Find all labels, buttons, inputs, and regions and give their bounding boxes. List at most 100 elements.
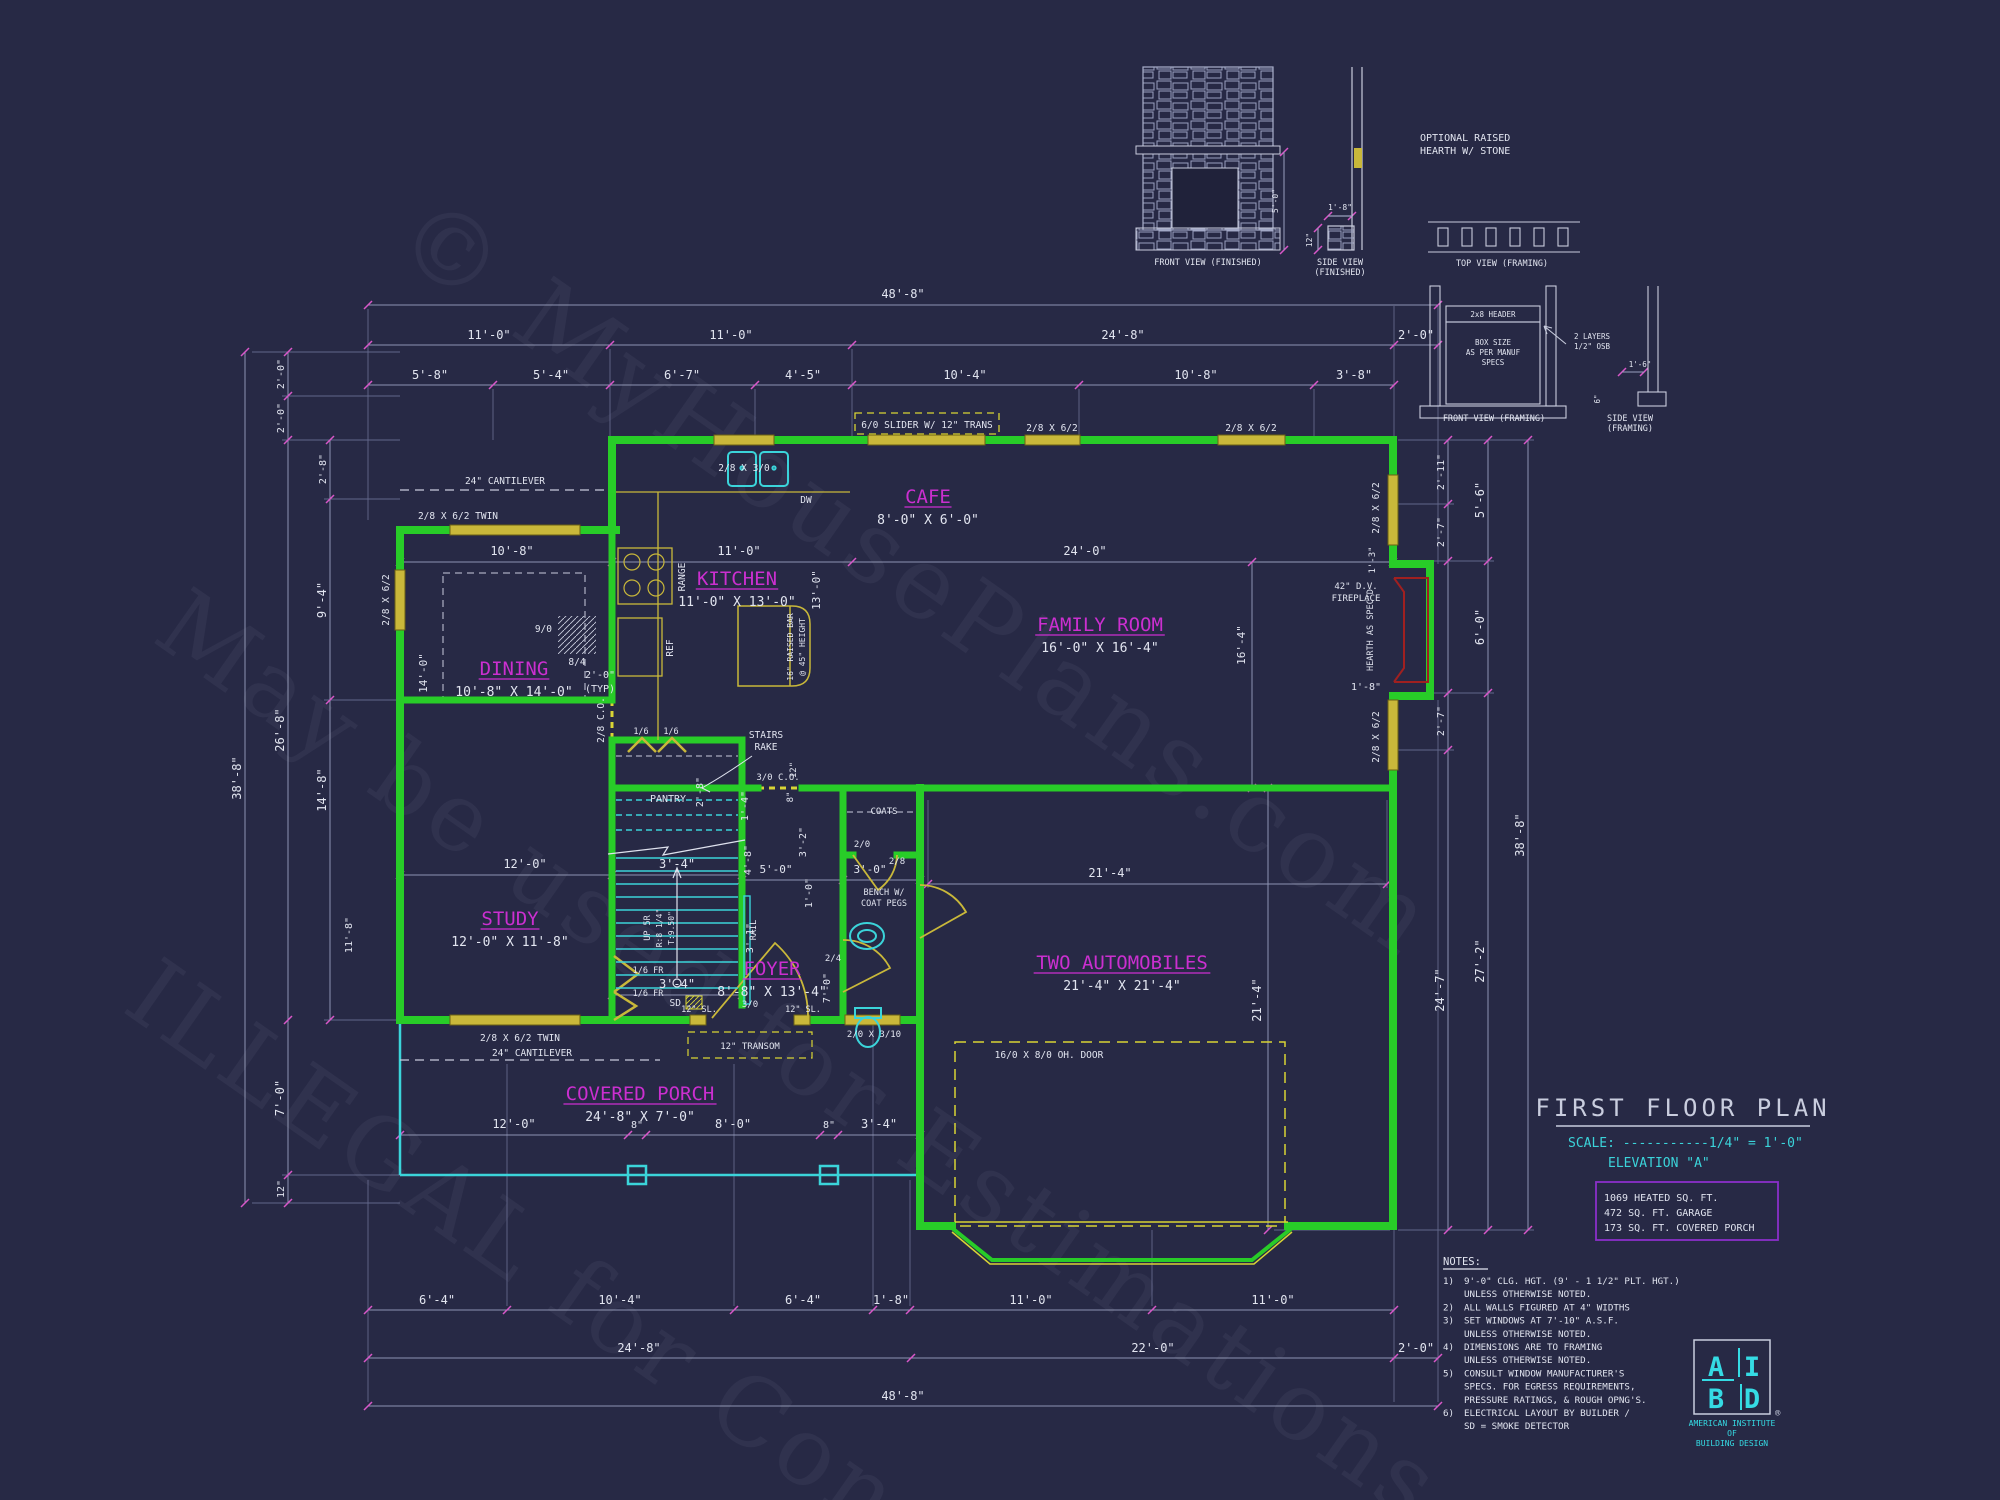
dimension-label: 24'-7": [1433, 968, 1447, 1011]
door-label: 2/4: [825, 954, 841, 964]
kitchen-sink: [727, 451, 789, 487]
room-label-covered-porch: COVERED PORCH: [566, 1083, 715, 1105]
room-dims-garage: 21'-4" X 21'-4": [1063, 979, 1180, 994]
bench-label: BENCH W/: [864, 888, 905, 898]
sheet-title: FIRST FLOOR PLAN: [1535, 1094, 1830, 1122]
area-heated: 1069 HEATED SQ. FT.: [1604, 1193, 1718, 1204]
note-text: SD = SMOKE DETECTOR: [1464, 1421, 1570, 1432]
sink-bowl: [857, 929, 877, 943]
overhead-door-outline: [954, 1041, 1286, 1227]
window: [713, 434, 775, 446]
area-box: [1595, 1181, 1779, 1241]
detail-dim: 12": [1305, 233, 1314, 247]
logo-org-line: OF: [1727, 1429, 1737, 1438]
logo-letter-d: D: [1744, 1384, 1760, 1415]
door-label: 2/0: [854, 840, 870, 850]
extension-lines: [252, 306, 1534, 1402]
framing-detail-side: [1622, 286, 1667, 407]
dimension-label: 3'-1": [745, 923, 756, 953]
dimension-label: 1'-4": [740, 791, 751, 821]
structural-pier: [558, 616, 596, 654]
island-raised-bar: [737, 605, 811, 687]
kitchen-fixtures: [616, 451, 850, 740]
dimension-label: 14'-0": [417, 653, 430, 693]
window-label: 2/8 X 6/2: [1371, 711, 1382, 762]
dimension-label: 3'-0": [853, 863, 886, 876]
dimension-label: 6'-7": [664, 368, 700, 382]
detail-title: HEARTH W/ STONE: [1420, 146, 1510, 157]
room-label-dining: DINING: [480, 658, 549, 680]
window-label: 1/6: [633, 727, 648, 737]
dimension-label: 3'-8": [1336, 368, 1372, 382]
fireplace-label: FIREPLACE: [1332, 594, 1381, 604]
note-text: UNLESS OTHERWISE NOTED.: [1464, 1289, 1591, 1300]
dimension-label: 2'-11": [1436, 454, 1447, 490]
transom-label: 12" TRANSOM: [720, 1042, 780, 1052]
room-dims-study: 12'-0" X 11'-8": [451, 935, 568, 950]
window-label: 2/8 X 6/2 TWIN: [418, 511, 498, 522]
dimension-label: 10'-8": [1174, 368, 1217, 382]
dimension-label: 24'-0": [1063, 544, 1106, 558]
dimension-label: 8": [786, 792, 796, 803]
note-text: ELECTRICAL LAYOUT BY BUILDER /: [1464, 1408, 1630, 1419]
dimension-label: 12": [789, 762, 799, 778]
smoke-detector: [685, 995, 703, 1010]
dimension-label: 7'-0": [273, 1080, 287, 1116]
window: [1217, 434, 1286, 446]
logo-registered-mark: ®: [1775, 1409, 1781, 1419]
dimension-label: 5'-8": [412, 368, 448, 382]
slider-callout-box: [854, 412, 1000, 435]
interior-walls: [396, 522, 1397, 1024]
area-garage: 472 SQ. FT. GARAGE: [1604, 1208, 1712, 1219]
dimension-label: 3'-4": [861, 1117, 897, 1131]
room-label-family-room: FAMILY ROOM: [1037, 614, 1163, 636]
logo-box: [1693, 1339, 1771, 1415]
stairs-label: STAIRS: [749, 730, 784, 741]
aibd-logo: A I B D ® AMERICAN INSTITUTE OF BUILDING…: [1689, 1339, 1781, 1448]
rail-label: RAIL: [749, 920, 759, 940]
dashed-lines: [400, 412, 1286, 1227]
dimension-label: 13'-0": [810, 570, 823, 610]
stair-up-label: UP 5R: [643, 914, 653, 940]
plan-labels: 48'-8"11'-0"11'-0"24'-8"2'-0"5'-8"5'-4"6…: [230, 133, 1654, 1403]
burner: [647, 553, 665, 571]
logo-letter-i: I: [1744, 1352, 1760, 1383]
room-dims-cafe: 8'-0" X 6'-0": [877, 513, 979, 528]
dimension-label: 10'-4": [598, 1293, 641, 1307]
dimension-label: 2'-8": [695, 777, 706, 807]
note-text: DIMENSIONS ARE TO FRAMING: [1464, 1342, 1602, 1353]
title-block: FIRST FLOOR PLAN SCALE: -----------1/4" …: [1535, 1094, 1830, 1241]
windows: [394, 434, 1399, 1026]
detail-caption: SIDE VIEW: [1317, 258, 1364, 268]
logo-letter-a: A: [1708, 1352, 1724, 1383]
dimension-label: 24'-8": [1101, 328, 1144, 342]
stair-riser-label: R:8 1/4": [655, 909, 664, 948]
note-text: ALL WALLS FIGURED AT 4" WIDTHS: [1464, 1302, 1630, 1313]
box-size-label: BOX SIZE: [1475, 338, 1512, 347]
toilet-bowl: [855, 1016, 881, 1048]
window-slider: [867, 434, 986, 446]
refrigerator: [617, 617, 663, 677]
dimension-label: 2'-8": [318, 454, 329, 484]
stair-rake-windows: [627, 736, 687, 753]
header-label: 2x8 HEADER: [1470, 310, 1516, 319]
window-twin: [449, 1014, 581, 1026]
dimension-label: 2'-0": [1398, 1341, 1434, 1355]
window-label: 2/0 X 3/10: [847, 1030, 901, 1040]
dimension-label: 3'-4": [659, 857, 695, 871]
dimension-label: 11'-0": [1009, 1293, 1052, 1307]
garage-door-trim: [951, 1221, 1293, 1265]
room-label-foyer: FOYER: [743, 958, 801, 980]
bench-label: COAT PEGS: [861, 899, 907, 909]
dimension-label: 38'-8": [230, 756, 244, 799]
logo-letter-b: B: [1708, 1384, 1724, 1415]
note-number: 3): [1443, 1316, 1454, 1327]
area-porch: 173 SQ. FT. COVERED PORCH: [1604, 1223, 1755, 1234]
stairs-label: RAKE: [755, 742, 778, 753]
dimension-label: 2'-7": [1436, 706, 1447, 736]
stair-tread-label: T:9.50": [667, 911, 676, 945]
elevation-label: ELEVATION "A": [1608, 1156, 1710, 1171]
rake-arrow: [701, 755, 753, 793]
